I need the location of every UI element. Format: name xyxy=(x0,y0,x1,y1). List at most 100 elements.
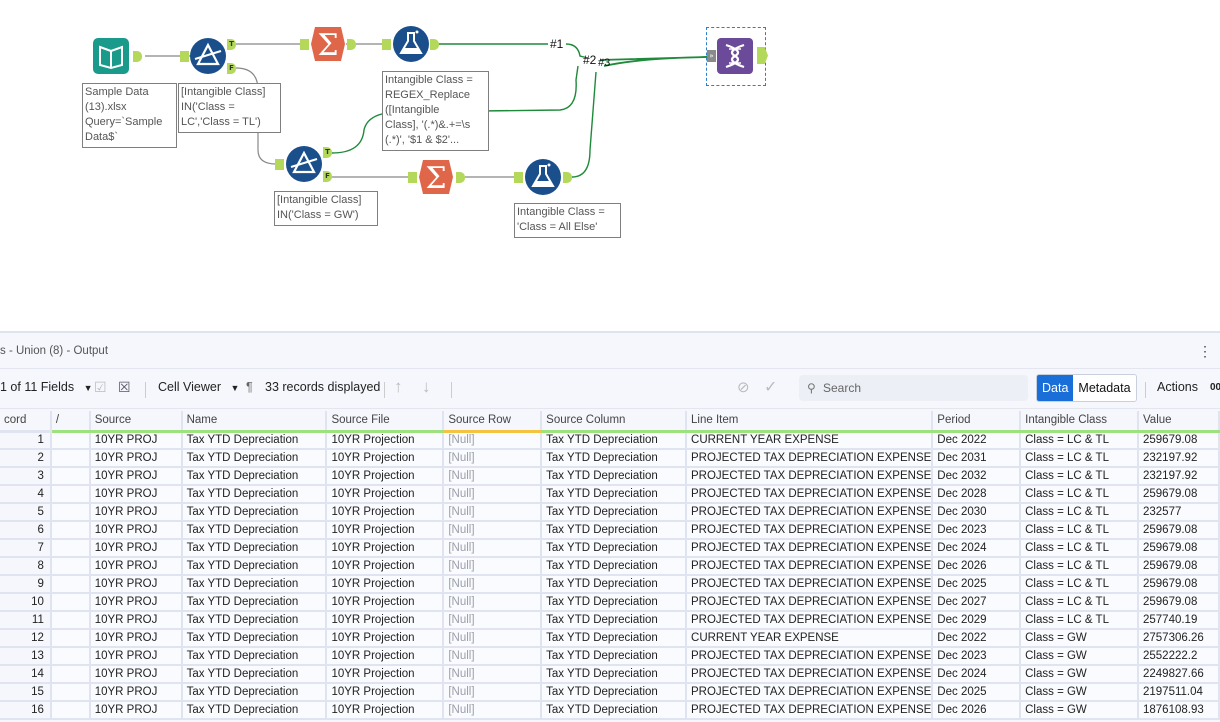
cell-source-column[interactable]: Tax YTD Depreciation xyxy=(541,431,688,450)
input-anchor[interactable] xyxy=(514,172,523,183)
cell-record-number[interactable]: 10 xyxy=(0,593,52,612)
cell-source-row[interactable]: [Null] xyxy=(443,575,543,594)
cell-source-row[interactable]: [Null] xyxy=(443,503,543,522)
cell-intangible-class[interactable]: Class = LC & TL xyxy=(1020,557,1139,576)
cell-period[interactable]: Dec 2024 xyxy=(932,665,1022,684)
filter-tool-2[interactable] xyxy=(285,145,323,183)
checkmark-icon[interactable]: ✓ xyxy=(764,379,778,396)
cell-value[interactable]: 232197.92 xyxy=(1137,467,1220,486)
cell-name[interactable]: Tax YTD Depreciation xyxy=(181,539,328,558)
cell-source-column[interactable]: Tax YTD Depreciation xyxy=(541,665,688,684)
false-anchor[interactable]: F xyxy=(323,171,332,182)
cell-collapsed[interactable] xyxy=(50,575,91,594)
cell-intangible-class[interactable]: Class = LC & TL xyxy=(1020,611,1139,630)
cell-viewer-dropdown[interactable]: Cell Viewer ▼ xyxy=(158,380,239,394)
cell-record-number[interactable]: 1 xyxy=(0,431,52,450)
cell-line-item[interactable]: PROJECTED TAX DEPRECIATION EXPENSE xyxy=(686,539,934,558)
workflow-canvas[interactable]: Sample Data (13).xlsx Query=`Sample Data… xyxy=(0,0,1220,330)
false-anchor[interactable]: F xyxy=(227,63,236,74)
cell-source-row[interactable]: [Null] xyxy=(443,665,543,684)
cell-source-file[interactable]: 10YR Projection xyxy=(326,449,445,468)
cell-collapsed[interactable] xyxy=(50,539,91,558)
cell-period[interactable]: Dec 2027 xyxy=(932,593,1022,612)
cell-record-number[interactable]: 5 xyxy=(0,503,52,522)
cell-intangible-class[interactable]: Class = LC & TL xyxy=(1020,521,1139,540)
cell-period[interactable]: Dec 2032 xyxy=(932,467,1022,486)
cell-source-row[interactable]: [Null] xyxy=(443,539,543,558)
column-header-source-row[interactable]: Source Row xyxy=(443,411,543,433)
cell-line-item[interactable]: PROJECTED TAX DEPRECIATION EXPENSE xyxy=(686,665,934,684)
cell-source[interactable]: 10YR PROJ xyxy=(89,575,183,594)
cell-name[interactable]: Tax YTD Depreciation xyxy=(181,575,328,594)
cell-period[interactable]: Dec 2024 xyxy=(932,539,1022,558)
union-output-anchor[interactable] xyxy=(757,47,768,64)
cell-source-column[interactable]: Tax YTD Depreciation xyxy=(541,647,688,666)
cell-line-item[interactable]: PROJECTED TAX DEPRECIATION EXPENSE xyxy=(686,503,934,522)
cell-name[interactable]: Tax YTD Depreciation xyxy=(181,557,328,576)
cell-period[interactable]: Dec 2023 xyxy=(932,647,1022,666)
cell-intangible-class[interactable]: Class = LC & TL xyxy=(1020,449,1139,468)
true-anchor[interactable]: T xyxy=(227,39,236,50)
cell-source-file[interactable]: 10YR Projection xyxy=(326,503,445,522)
cell-name[interactable]: Tax YTD Depreciation xyxy=(181,431,328,450)
cell-collapsed[interactable] xyxy=(50,701,91,720)
data-tab[interactable]: Data xyxy=(1037,375,1074,401)
cell-period[interactable]: Dec 2030 xyxy=(932,503,1022,522)
cell-source[interactable]: 10YR PROJ xyxy=(89,593,183,612)
cell-source-file[interactable]: 10YR Projection xyxy=(326,647,445,666)
cell-record-number[interactable]: 4 xyxy=(0,485,52,504)
cancel-circle-icon[interactable]: ⊘ xyxy=(737,379,750,396)
cell-source-row[interactable]: [Null] xyxy=(443,611,543,630)
cell-line-item[interactable]: PROJECTED TAX DEPRECIATION EXPENSE xyxy=(686,557,934,576)
cell-collapsed[interactable] xyxy=(50,629,91,648)
cell-period[interactable]: Dec 2026 xyxy=(932,701,1022,720)
cell-line-item[interactable]: PROJECTED TAX DEPRECIATION EXPENSE xyxy=(686,449,934,468)
cell-source-row[interactable]: [Null] xyxy=(443,629,543,648)
cell-record-number[interactable]: 9 xyxy=(0,575,52,594)
output-anchor[interactable] xyxy=(347,39,356,50)
cell-line-item[interactable]: PROJECTED TAX DEPRECIATION EXPENSE xyxy=(686,575,934,594)
cell-value[interactable]: 259679.08 xyxy=(1137,521,1220,540)
cell-name[interactable]: Tax YTD Depreciation xyxy=(181,701,328,720)
cell-value[interactable]: 2197511.04 xyxy=(1137,683,1220,702)
cell-source-row[interactable]: [Null] xyxy=(443,467,543,486)
cell-period[interactable]: Dec 2022 xyxy=(932,629,1022,648)
cell-record-number[interactable]: 14 xyxy=(0,665,52,684)
cell-collapsed[interactable] xyxy=(50,557,91,576)
cell-source-column[interactable]: Tax YTD Depreciation xyxy=(541,611,688,630)
cell-record-number[interactable]: 2 xyxy=(0,449,52,468)
cell-record-number[interactable]: 3 xyxy=(0,467,52,486)
cell-intangible-class[interactable]: Class = LC & TL xyxy=(1020,431,1139,450)
cell-source-row[interactable]: [Null] xyxy=(443,521,543,540)
cell-source[interactable]: 10YR PROJ xyxy=(89,665,183,684)
multi-input-anchor[interactable]: » xyxy=(707,50,716,62)
cell-period[interactable]: Dec 2025 xyxy=(932,683,1022,702)
cell-value[interactable]: 259679.08 xyxy=(1137,575,1220,594)
cell-source-file[interactable]: 10YR Projection xyxy=(326,575,445,594)
cell-value[interactable]: 2552222.2 xyxy=(1137,647,1220,666)
cell-record-number[interactable]: 8 xyxy=(0,557,52,576)
column-header-period[interactable]: Period xyxy=(932,411,1022,433)
cell-period[interactable]: Dec 2029 xyxy=(932,611,1022,630)
search-input[interactable]: ⚲ Search xyxy=(799,375,1028,401)
cell-source-column[interactable]: Tax YTD Depreciation xyxy=(541,629,688,648)
formula-tool-1[interactable] xyxy=(392,25,430,63)
column-header-source[interactable]: Source xyxy=(89,411,183,433)
cell-value[interactable]: 259679.08 xyxy=(1137,485,1220,504)
cell-intangible-class[interactable]: Class = LC & TL xyxy=(1020,593,1139,612)
cell-line-item[interactable]: CURRENT YEAR EXPENSE xyxy=(686,629,934,648)
metadata-tab[interactable]: Metadata xyxy=(1073,375,1136,401)
cell-intangible-class[interactable]: Class = GW xyxy=(1020,629,1139,648)
cell-value[interactable]: 2249827.66 xyxy=(1137,665,1220,684)
cell-name[interactable]: Tax YTD Depreciation xyxy=(181,665,328,684)
cell-intangible-class[interactable]: Class = GW xyxy=(1020,701,1139,720)
cell-source-row[interactable]: [Null] xyxy=(443,431,543,450)
column-header-line-item[interactable]: Line Item xyxy=(686,411,934,433)
cell-intangible-class[interactable]: Class = LC & TL xyxy=(1020,467,1139,486)
cell-source-file[interactable]: 10YR Projection xyxy=(326,611,445,630)
cell-source-row[interactable]: [Null] xyxy=(443,647,543,666)
